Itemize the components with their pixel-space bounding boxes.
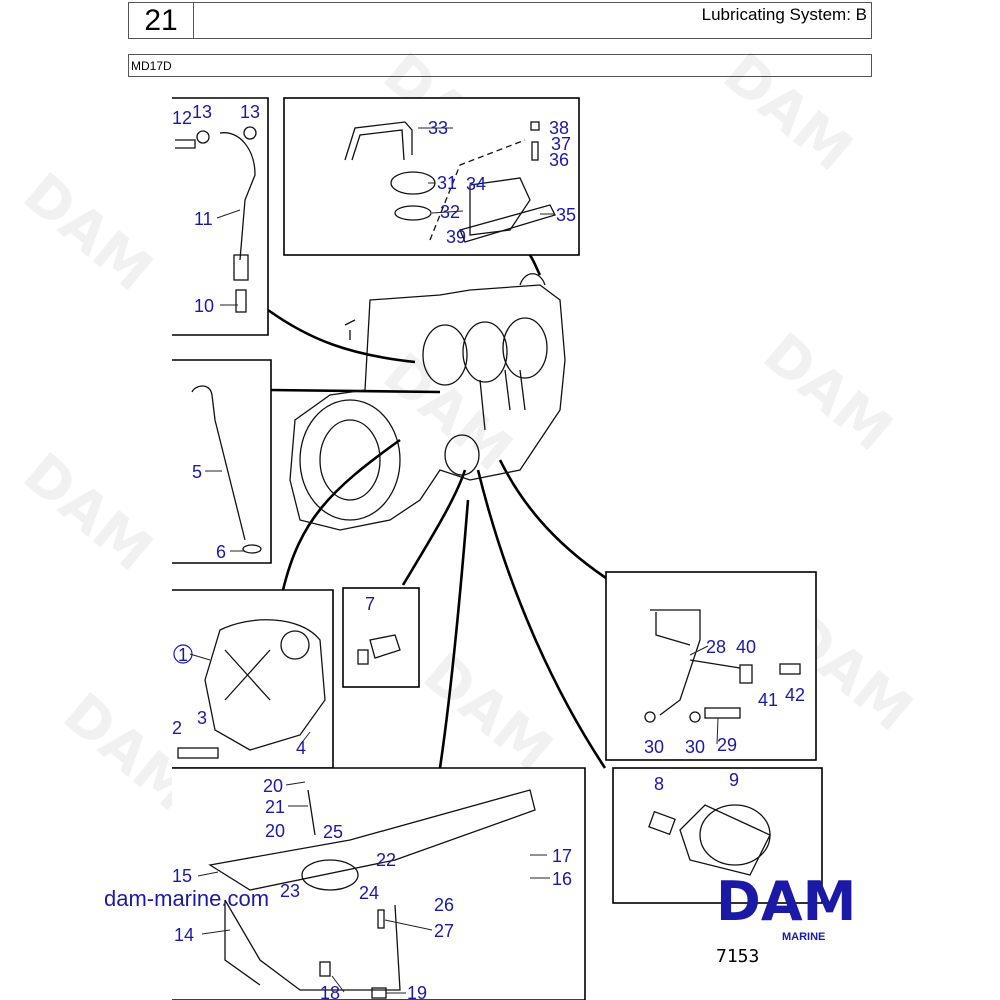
callout-11: 11 [194, 209, 213, 229]
callout-8: 8 [654, 774, 664, 794]
callout-20-top: 20 [263, 776, 283, 796]
page-title: Lubricating System: B [701, 5, 867, 24]
callout-31: 31 [437, 173, 457, 193]
callout-23: 23 [280, 881, 300, 901]
callout-13-right: 13 [240, 102, 260, 122]
panel-breather [283, 97, 580, 256]
panel-pressure-switch [342, 587, 420, 688]
website-link[interactable]: dam-marine.com [104, 886, 270, 911]
callout-36: 36 [549, 150, 569, 170]
callout-10: 10 [194, 296, 214, 316]
logo-subtext: MARINE [782, 931, 825, 943]
callout-20-bottom: 20 [265, 821, 285, 841]
callout-25: 25 [323, 822, 343, 842]
header-bar: 21 Lubricating System: B [128, 2, 872, 39]
callout-24: 24 [359, 883, 379, 903]
callout-32: 32 [440, 202, 460, 222]
watermark-text: DAM [411, 641, 564, 784]
callout-37: 37 [551, 134, 571, 154]
callout-38: 38 [549, 118, 569, 138]
callout-17: 17 [552, 846, 572, 866]
callout-15: 15 [172, 866, 192, 886]
engine-block [289, 273, 566, 531]
drawing-reference: 7153 [716, 946, 760, 967]
callout-42: 42 [785, 685, 805, 705]
callout-3: 3 [197, 708, 207, 728]
panel-oil-sump [172, 767, 586, 1000]
callout-16: 16 [552, 869, 572, 889]
callout-4: 4 [296, 738, 306, 758]
callout-13-left: 13 [192, 102, 212, 122]
engine-model: MD17D [128, 54, 872, 77]
logo-text: DAM [716, 872, 856, 933]
callout-41: 41 [758, 690, 778, 710]
panel-oil-filter [612, 767, 823, 904]
panel-dipstick [172, 359, 272, 564]
callout-28: 28 [706, 637, 726, 657]
callout-labels: 10 11 12 13 13 5 6 1 2 3 4 7 33 31 34 32… [172, 102, 805, 1000]
watermark-text: DAM [11, 441, 164, 584]
callout-19: 19 [407, 983, 427, 1000]
callout-18: 18 [320, 983, 340, 1000]
callout-12: 12 [172, 108, 192, 128]
watermark-text: DAM [11, 161, 164, 304]
section-number: 21 [129, 3, 194, 38]
callout-5: 5 [192, 462, 202, 482]
leader-lines [189, 127, 719, 994]
panel-oil-pump [172, 589, 334, 769]
callout-33: 33 [428, 118, 448, 138]
callout-6: 6 [216, 542, 226, 562]
callout-40: 40 [736, 637, 756, 657]
callout-7: 7 [365, 594, 375, 614]
callout-34: 34 [466, 174, 486, 194]
callout-26: 26 [434, 895, 454, 915]
panel-oil-pipe [605, 571, 817, 761]
callout-22: 22 [376, 850, 396, 870]
callout-27: 27 [434, 921, 454, 941]
watermark-text: DAM [711, 41, 864, 184]
callout-30-right: 30 [685, 737, 705, 757]
watermark-text: DAM [751, 321, 904, 464]
callout-1: 1 [178, 645, 188, 665]
callout-9: 9 [729, 770, 739, 790]
callout-39: 39 [446, 227, 466, 247]
callout-29: 29 [717, 735, 737, 755]
dam-marine-logo: DAM MARINE [716, 872, 856, 943]
callout-14: 14 [174, 925, 194, 945]
callout-35: 35 [556, 205, 576, 225]
callout-2: 2 [172, 718, 182, 738]
callout-1-circle [173, 644, 193, 664]
callout-21: 21 [265, 797, 285, 817]
callout-30-left: 30 [644, 737, 664, 757]
